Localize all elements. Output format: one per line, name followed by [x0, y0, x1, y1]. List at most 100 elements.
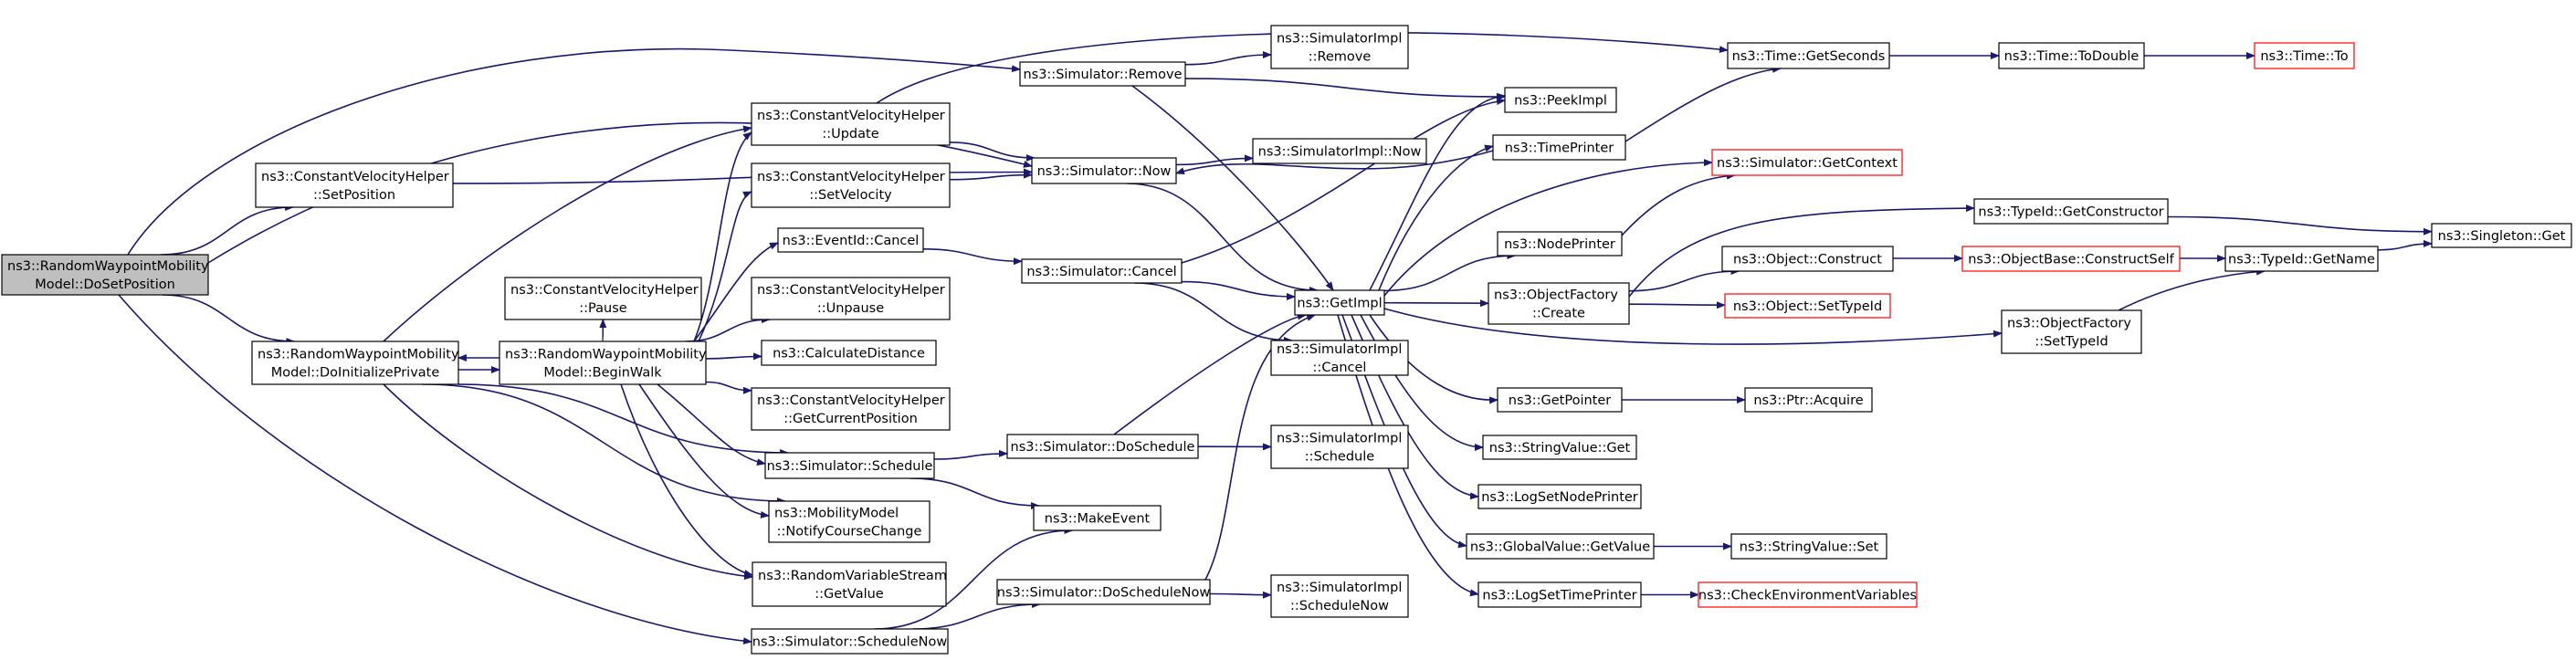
call-edge: [1175, 154, 1254, 166]
call-edge: [1383, 159, 1713, 297]
node-root[interactable]: ns3::RandomWaypointMobilityModel::DoSetP…: [1, 254, 209, 296]
call-edge: [693, 131, 752, 342]
node-sim-cancel[interactable]: ns3::Simulator::Cancel: [1021, 258, 1183, 284]
node-cvh-pause[interactable]: ns3::ConstantVelocityHelper::Pause: [504, 277, 702, 320]
node-cvh-update[interactable]: ns3::ConstantVelocityHelper::Update: [751, 102, 951, 146]
node-nodeprinter[interactable]: ns3::NodePrinter: [1497, 231, 1623, 257]
node-strval-set[interactable]: ns3::StringValue::Set: [1730, 533, 1887, 560]
node-label: ns3::SimulatorImpl: [1277, 581, 1402, 595]
node-label: ::SetVelocity: [809, 188, 892, 203]
node-label: ns3::Simulator::Now: [1037, 164, 1172, 179]
call-edge: [1383, 252, 1517, 292]
node-box: [1504, 87, 1617, 113]
call-edge: [2118, 267, 2266, 311]
node-sim-schedule[interactable]: ns3::Simulator::Schedule: [764, 452, 935, 479]
node-box: [764, 452, 935, 479]
node-box: [1961, 246, 2181, 272]
node-sim-remove[interactable]: ns3::Simulator::Remove: [1019, 61, 1186, 87]
node-timeprinter[interactable]: ns3::TimePrinter: [1492, 134, 1626, 161]
node-rvs-getvalue[interactable]: ns3::RandomVariableStream::GetValue: [752, 561, 947, 607]
node-strval-get[interactable]: ns3::StringValue::Get: [1482, 435, 1637, 460]
node-peekimpl[interactable]: ns3::PeekImpl: [1504, 87, 1617, 113]
node-simimpl-schednow[interactable]: ns3::SimulatorImpl::ScheduleNow: [1270, 574, 1409, 618]
node-box: [1006, 434, 1199, 459]
call-edge: [2377, 239, 2433, 251]
node-label: ns3::RandomWaypointMobility: [258, 348, 459, 362]
call-edge: [162, 294, 296, 345]
node-sim-now[interactable]: ns3::Simulator::Now: [1031, 157, 1177, 184]
node-box: [504, 277, 702, 320]
node-label: ::Cancel: [1313, 361, 1367, 375]
node-logsettime[interactable]: ns3::LogSetTimePrinter: [1477, 581, 1642, 608]
node-label: ns3::MakeEvent: [1045, 512, 1151, 527]
node-box: [1497, 231, 1623, 257]
node-box: [1031, 157, 1177, 184]
node-time-to[interactable]: ns3::Time::To: [2254, 42, 2355, 69]
node-box: [1270, 574, 1409, 618]
node-label: ns3::ObjectFactory: [1494, 288, 1618, 303]
node-getpointer[interactable]: ns3::GetPointer: [1497, 387, 1623, 413]
node-sim-getctx[interactable]: ns3::Simulator::GetContext: [1711, 149, 1903, 176]
node-label: ns3::GetPointer: [1509, 393, 1612, 408]
node-label: ns3::ConstantVelocityHelper: [757, 393, 945, 408]
node-label: ns3::Object::SetTypeId: [1733, 299, 1882, 314]
node-label: ns3::GetImpl: [1297, 297, 1382, 311]
node-label: ns3::Time::GetSeconds: [1732, 49, 1886, 64]
node-rwm-doinit[interactable]: ns3::RandomWaypointMobilityModel::DoInit…: [251, 340, 459, 385]
node-obj-construct[interactable]: ns3::Object::Construct: [1721, 246, 1894, 272]
call-edge: [1369, 314, 1498, 404]
call-edge: [1181, 280, 1296, 300]
node-label: ::Update: [822, 127, 878, 141]
node-label: ns3::Simulator::Cancel: [1026, 265, 1176, 279]
node-label: ::Create: [1532, 307, 1585, 321]
node-label: ns3::TimePrinter: [1505, 141, 1614, 156]
node-typeid-getname[interactable]: ns3::TypeId::GetName: [2224, 246, 2379, 272]
node-checkenv[interactable]: ns3::CheckEnvironmentVariables: [1698, 581, 1918, 608]
node-label: ns3::EventId::Cancel: [783, 234, 920, 248]
node-simimpl-cancel[interactable]: ns3::SimulatorImpl::Cancel: [1270, 340, 1409, 376]
node-box: [2431, 223, 2572, 248]
node-label: ::NotifyCourseChange: [777, 525, 922, 540]
node-logsetnode[interactable]: ns3::LogSetNodePrinter: [1477, 484, 1642, 509]
node-simimpl-remove[interactable]: ns3::SimulatorImpl::Remove: [1270, 25, 1409, 69]
node-rwm-beginwalk[interactable]: ns3::RandomWaypointMobilityModel::BeginW…: [499, 340, 707, 385]
node-sim-doschednow[interactable]: ns3::Simulator::DoScheduleNow: [996, 579, 1211, 605]
node-obj-settypeid[interactable]: ns3::Object::SetTypeId: [1724, 293, 1891, 319]
call-edge: [1184, 51, 1272, 66]
node-eventid-cancel[interactable]: ns3::EventId::Cancel: [777, 227, 924, 253]
node-singleton-get[interactable]: ns3::Singleton::Get: [2431, 223, 2572, 248]
call-edge: [1624, 65, 1782, 142]
node-cvh-setvel[interactable]: ns3::ConstantVelocityHelper::SetVelocity: [751, 162, 951, 208]
node-box: [2224, 246, 2379, 272]
node-time-todouble[interactable]: ns3::Time::ToDouble: [1998, 42, 2145, 69]
node-cvh-unpause[interactable]: ns3::ConstantVelocityHelper::Unpause: [751, 277, 951, 320]
node-layer: ns3::RandomWaypointMobilityModel::DoSetP…: [1, 25, 2572, 655]
node-box: [1270, 424, 1409, 469]
node-box: [1730, 533, 1887, 560]
node-label: ns3::CalculateDistance: [773, 347, 925, 361]
node-typeid-getctor[interactable]: ns3::TypeId::GetConstructor: [1973, 198, 2169, 225]
node-time-getsec[interactable]: ns3::Time::GetSeconds: [1727, 42, 1890, 69]
call-edge: [638, 383, 770, 519]
node-sim-schednow[interactable]: ns3::Simulator::ScheduleNow: [751, 628, 949, 655]
node-mm-notify[interactable]: ns3::MobilityModel::NotifyCourseChange: [768, 500, 931, 543]
node-objfact-settid[interactable]: ns3::ObjectFactory::SetTypeId: [2001, 309, 2142, 354]
node-box: [1466, 533, 1655, 560]
node-box: [1270, 25, 1409, 69]
node-cvh-getcur[interactable]: ns3::ConstantVelocityHelper::GetCurrentP…: [751, 387, 951, 431]
node-cvh-setpos[interactable]: ns3::ConstantVelocityHelper::SetPosition: [255, 162, 454, 208]
node-objbase-cs[interactable]: ns3::ObjectBase::ConstructSelf: [1961, 246, 2181, 272]
node-objfact-create[interactable]: ns3::ObjectFactory::Create: [1488, 282, 1630, 325]
call-edge: [127, 47, 1021, 256]
node-simimpl-sched[interactable]: ns3::SimulatorImpl::Schedule: [1270, 424, 1409, 469]
node-globval-get[interactable]: ns3::GlobalValue::GetValue: [1466, 533, 1655, 560]
node-label: ::Schedule: [1305, 450, 1374, 465]
node-getimpl[interactable]: ns3::GetImpl: [1294, 289, 1385, 316]
node-sim-dosched[interactable]: ns3::Simulator::DoSchedule: [1006, 434, 1199, 459]
node-calcdist[interactable]: ns3::CalculateDistance: [761, 340, 937, 366]
node-ptr-acquire[interactable]: ns3::Ptr::Acquire: [1744, 387, 1873, 413]
node-simimpl-now[interactable]: ns3::SimulatorImpl::Now: [1252, 138, 1427, 164]
node-makeevent[interactable]: ns3::MakeEvent: [1033, 505, 1162, 531]
node-box: [1482, 435, 1637, 460]
node-label: ns3::Object::Construct: [1733, 253, 1882, 267]
